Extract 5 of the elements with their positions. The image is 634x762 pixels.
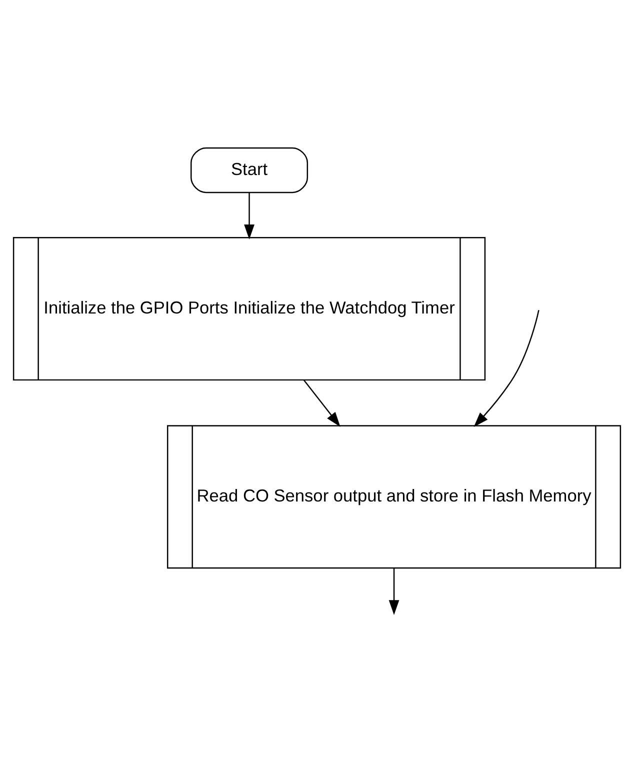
arrow [388,568,400,615]
node-box: Start [190,147,308,194]
arrow [304,380,340,427]
arrow [244,192,254,240]
arrow [474,310,540,427]
